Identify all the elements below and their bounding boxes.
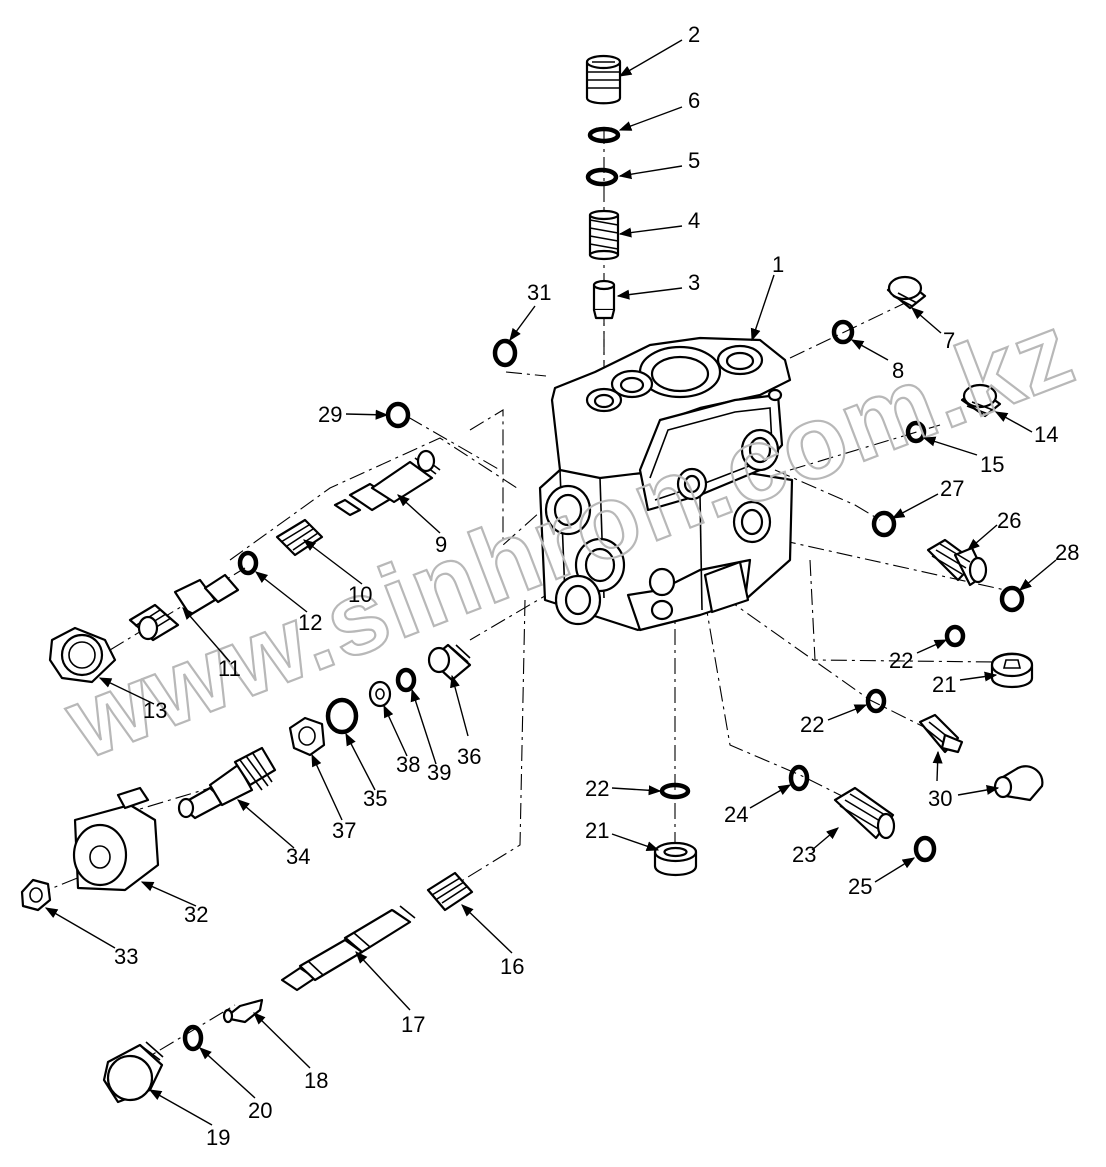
callout-16: 16: [500, 954, 524, 979]
callout-37: 37: [332, 818, 356, 843]
callout-19: 19: [206, 1125, 230, 1150]
callout-15: 15: [980, 452, 1004, 477]
part-29-o-ring: [385, 401, 411, 429]
callout-39: 39: [427, 760, 451, 785]
part-30-cap: [993, 765, 1044, 802]
part-37-nut: [288, 716, 326, 757]
watermark: www.sinhron.com.kz: [51, 291, 1089, 782]
callout-30: 30: [928, 786, 952, 811]
part-26-fitting: [926, 538, 988, 587]
part-22-o-ring-upper: [944, 624, 966, 648]
callout-35: 35: [363, 786, 387, 811]
part-22-o-ring-middle: [865, 688, 887, 714]
callout-31: 31: [527, 280, 551, 305]
callout-27: 27: [940, 476, 964, 501]
callout-22-middle: 22: [800, 712, 824, 737]
part-4-spring: [588, 209, 620, 261]
part-9-spool: [333, 449, 441, 517]
part-17-spool: [280, 905, 416, 992]
callout-24: 24: [724, 802, 748, 827]
callout-9: 9: [435, 532, 447, 557]
callout-25: 25: [848, 874, 872, 899]
part-14-plug: [960, 383, 1002, 418]
callout-34: 34: [286, 844, 310, 869]
part-13-nut: [48, 626, 117, 684]
callout-32: 32: [184, 902, 208, 927]
callout-4: 4: [688, 208, 700, 233]
part-3-poppet: [592, 279, 616, 320]
part-30-fitting: [918, 713, 964, 754]
callout-29: 29: [318, 402, 342, 427]
part-31-o-ring: [492, 338, 518, 368]
part-36-sleeve: [427, 643, 472, 682]
callout-23: 23: [792, 842, 816, 867]
callout-18: 18: [304, 1068, 328, 1093]
part-11-spool: [128, 573, 240, 642]
callout-6: 6: [688, 88, 700, 113]
part-23-fitting: [833, 786, 896, 840]
part-21-plug-bottom: [653, 841, 698, 876]
callout-1: 1: [772, 252, 784, 277]
part-10-spring: [275, 518, 324, 557]
callout-21-right: 21: [932, 672, 956, 697]
callout-28: 28: [1055, 540, 1079, 565]
part-22-o-ring-lower: [659, 782, 691, 800]
part-38-washer: [368, 680, 392, 708]
part-12-o-ring: [237, 550, 259, 576]
callout-22-upper: 22: [889, 648, 913, 673]
part-39-o-ring: [395, 667, 417, 693]
callout-labels: 1 2 3 4 5 6 7 8 9 10 11 12 13 14 15 16 1…: [114, 22, 1079, 1150]
part-15-o-ring: [905, 420, 927, 444]
part-28-o-ring: [999, 585, 1025, 613]
callout-11: 11: [218, 656, 241, 681]
callout-10: 10: [348, 582, 372, 607]
part-5-o-ring: [585, 167, 619, 187]
callout-22-lower: 22: [585, 776, 609, 801]
part-33-nut: [20, 878, 52, 912]
part-7-plug: [886, 275, 927, 310]
part-16-spring: [426, 871, 474, 912]
callout-38: 38: [396, 752, 420, 777]
part-20-o-ring: [182, 1024, 204, 1052]
callout-21-bottom: 21: [585, 818, 609, 843]
part-32-solenoid-coil: [72, 786, 160, 892]
callout-26: 26: [997, 508, 1021, 533]
callout-14: 14: [1034, 422, 1058, 447]
callout-12: 12: [298, 610, 322, 635]
part-6-o-ring: [587, 126, 621, 144]
callout-2: 2: [688, 22, 700, 47]
callout-8: 8: [892, 358, 904, 383]
callout-5: 5: [688, 148, 700, 173]
callout-20: 20: [248, 1098, 272, 1123]
callout-17: 17: [401, 1012, 425, 1037]
callout-13: 13: [143, 698, 167, 723]
valve-body: [538, 336, 794, 632]
part-2-plug: [585, 54, 622, 105]
part-25-o-ring: [913, 835, 937, 863]
callout-7: 7: [943, 328, 955, 353]
part-27-o-ring: [871, 510, 897, 538]
callout-36: 36: [457, 744, 481, 769]
callout-3: 3: [688, 270, 700, 295]
part-21-plug-right: [990, 652, 1034, 689]
part-35-o-ring: [325, 697, 359, 735]
part-18-poppet: [222, 998, 264, 1024]
callout-33: 33: [114, 944, 138, 969]
part-8-o-ring: [831, 319, 855, 345]
leader-lines: [44, 39, 1057, 1126]
part-34-cartridge: [177, 746, 277, 820]
part-24-o-ring: [788, 764, 810, 792]
